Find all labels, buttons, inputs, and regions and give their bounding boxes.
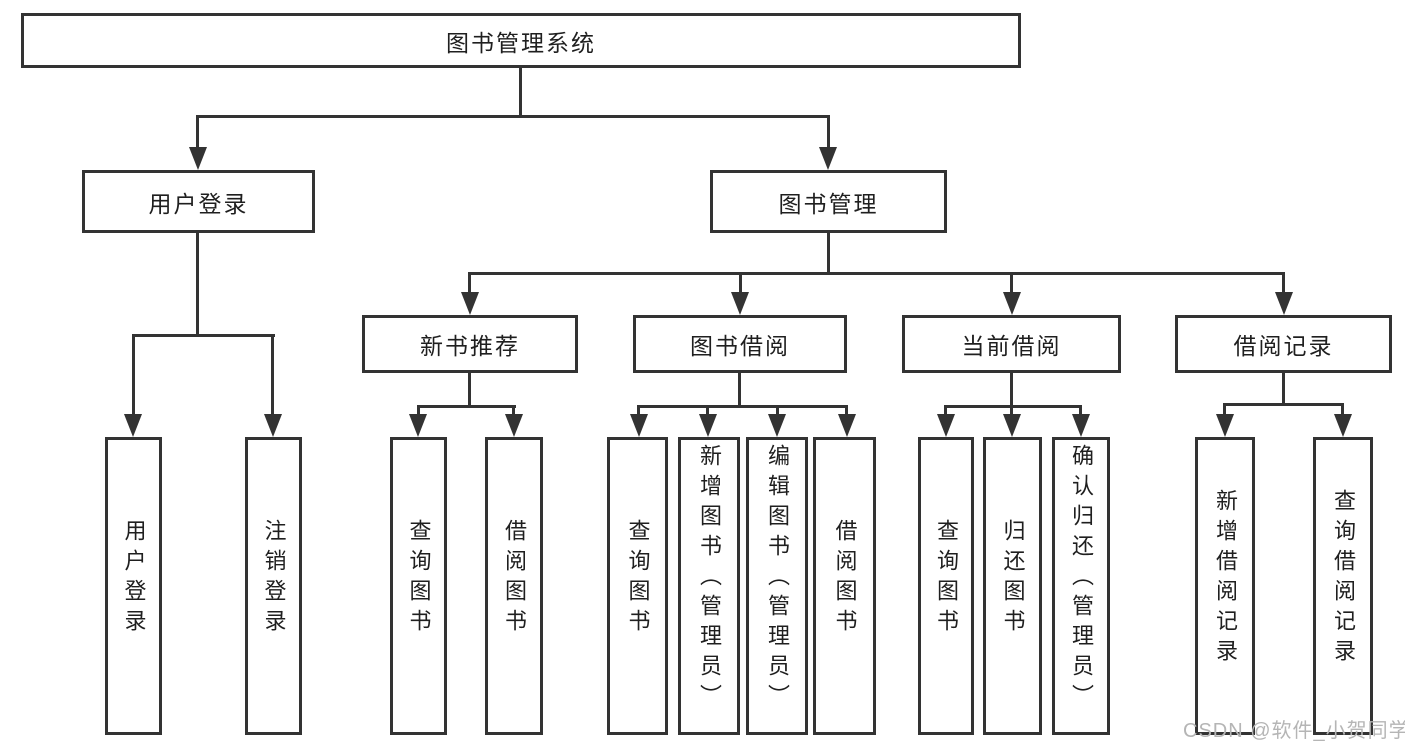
arrow-down-icon [937, 414, 955, 437]
tree-stem [1223, 403, 1226, 416]
leaf-borrow-books-recommend: 借阅图书 [485, 437, 543, 735]
tree-stem [845, 405, 848, 416]
tree-stem [1010, 373, 1013, 408]
arrow-down-icon [819, 147, 837, 170]
node-new-book-recommend: 新书推荐 [362, 315, 578, 373]
node-book-borrow: 图书借阅 [633, 315, 847, 373]
arrow-down-icon [461, 292, 479, 315]
tree-rail [944, 405, 1082, 408]
tree-stem [776, 405, 779, 416]
leaf-user-login: 用户登录 [105, 437, 162, 735]
leaf-borrow-books: 借阅图书 [813, 437, 876, 735]
node-library-management-system: 图书管理系统 [21, 13, 1021, 68]
arrow-down-icon [1003, 414, 1021, 437]
tree-stem [706, 405, 709, 416]
tree-stem [1079, 405, 1082, 416]
tree-rail [132, 334, 275, 337]
tree-stem [519, 68, 522, 118]
arrow-down-icon [1072, 414, 1090, 437]
arrow-down-icon [838, 414, 856, 437]
tree-stem [738, 373, 741, 408]
node-borrow-records: 借阅记录 [1175, 315, 1392, 373]
tree-stem [1282, 373, 1285, 406]
arrow-down-icon [1334, 414, 1352, 437]
tree-stem [1010, 272, 1013, 294]
tree-stem [739, 272, 742, 294]
arrow-down-icon [1216, 414, 1234, 437]
arrow-down-icon [124, 414, 142, 437]
tree-stem [827, 115, 830, 149]
tree-stem [196, 115, 199, 149]
tree-stem [132, 334, 135, 416]
arrow-down-icon [189, 147, 207, 170]
leaf-logout: 注销登录 [245, 437, 302, 735]
arrow-down-icon [699, 414, 717, 437]
arrow-down-icon [409, 414, 427, 437]
tree-stem [1341, 403, 1344, 416]
tree-stem [196, 233, 199, 337]
tree-stem [1282, 272, 1285, 294]
leaf-edit-book-admin: 编辑图书（管理员） [746, 437, 808, 735]
tree-stem [1010, 405, 1013, 416]
csdn-watermark: CSDN @软件_小贺同学 [1183, 720, 1405, 742]
tree-stem [827, 233, 830, 275]
tree-stem [468, 373, 471, 408]
leaf-query-books-current: 查询图书 [918, 437, 974, 735]
arrow-down-icon [731, 292, 749, 315]
tree-stem [512, 405, 515, 416]
node-current-borrow: 当前借阅 [902, 315, 1121, 373]
leaf-add-borrow-record: 新增借阅记录 [1195, 437, 1255, 735]
tree-stem [417, 405, 420, 416]
tree-rail [1223, 403, 1344, 406]
tree-rail [637, 405, 848, 408]
tree-stem [271, 334, 274, 416]
arrow-down-icon [1275, 292, 1293, 315]
arrow-down-icon [768, 414, 786, 437]
tree-stem [637, 405, 640, 416]
tree-rail [417, 405, 516, 408]
leaf-return-book: 归还图书 [983, 437, 1042, 735]
tree-rail [196, 115, 830, 118]
leaf-confirm-return-admin: 确认归还（管理员） [1052, 437, 1110, 735]
arrow-down-icon [264, 414, 282, 437]
node-user-login: 用户登录 [82, 170, 315, 233]
leaf-query-books-recommend: 查询图书 [390, 437, 447, 735]
arrow-down-icon [505, 414, 523, 437]
leaf-add-book-admin: 新增图书（管理员） [678, 437, 740, 735]
arrow-down-icon [1003, 292, 1021, 315]
node-book-management: 图书管理 [710, 170, 947, 233]
tree-stem [944, 405, 947, 416]
tree-stem [468, 272, 471, 294]
tree-rail [468, 272, 1285, 275]
arrow-down-icon [630, 414, 648, 437]
leaf-query-borrow-record: 查询借阅记录 [1313, 437, 1373, 735]
leaf-query-books-borrow: 查询图书 [607, 437, 668, 735]
